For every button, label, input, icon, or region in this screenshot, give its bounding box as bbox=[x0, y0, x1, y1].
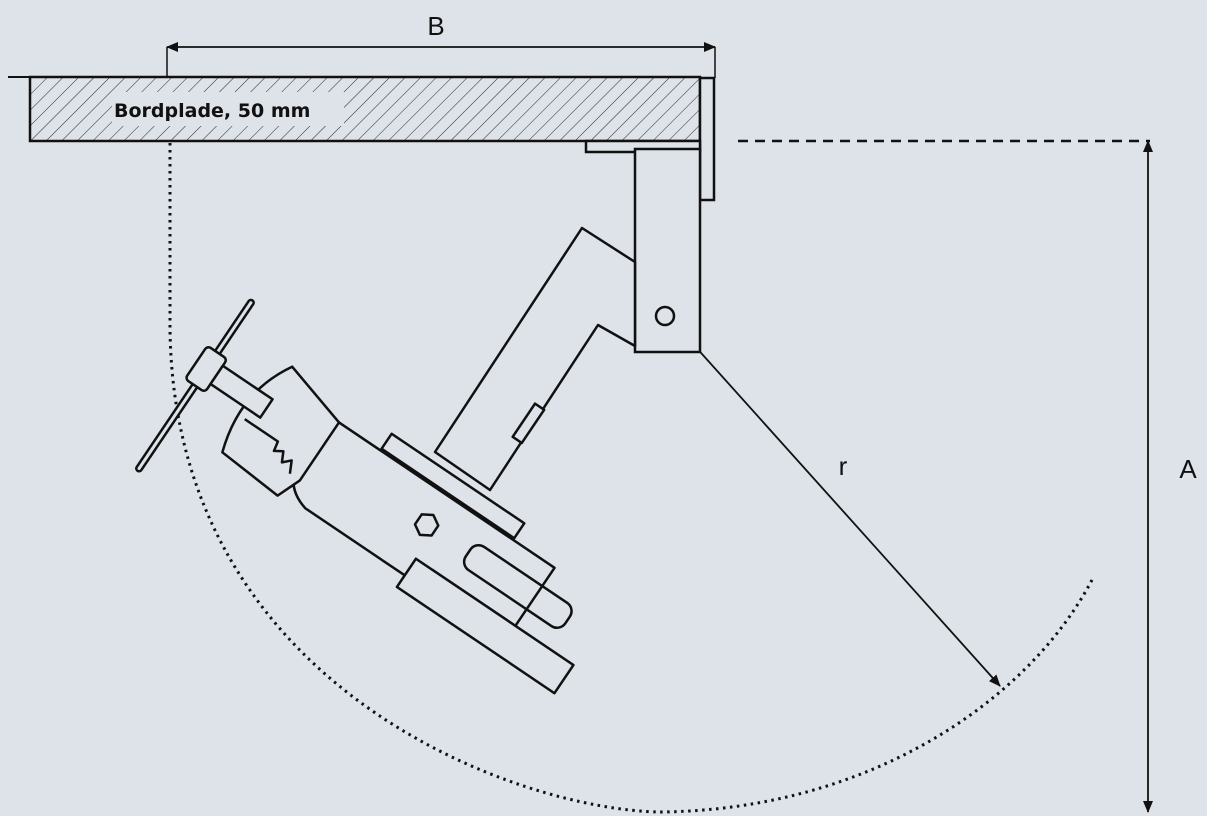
table-top: Bordplade, 50 mm bbox=[8, 75, 702, 143]
vise bbox=[135, 298, 575, 695]
dimension-a: A bbox=[738, 139, 1197, 813]
dimension-b-label: B bbox=[427, 11, 444, 41]
swing-arm bbox=[433, 226, 637, 492]
dimension-a-label: A bbox=[1179, 454, 1197, 484]
table-label: Bordplade, 50 mm bbox=[114, 100, 310, 122]
pivot-pin bbox=[654, 305, 676, 327]
dimension-b: B bbox=[166, 11, 716, 78]
radius-line: r bbox=[666, 314, 1001, 687]
radius-label: r bbox=[839, 451, 848, 481]
mounting-bracket bbox=[584, 76, 716, 354]
